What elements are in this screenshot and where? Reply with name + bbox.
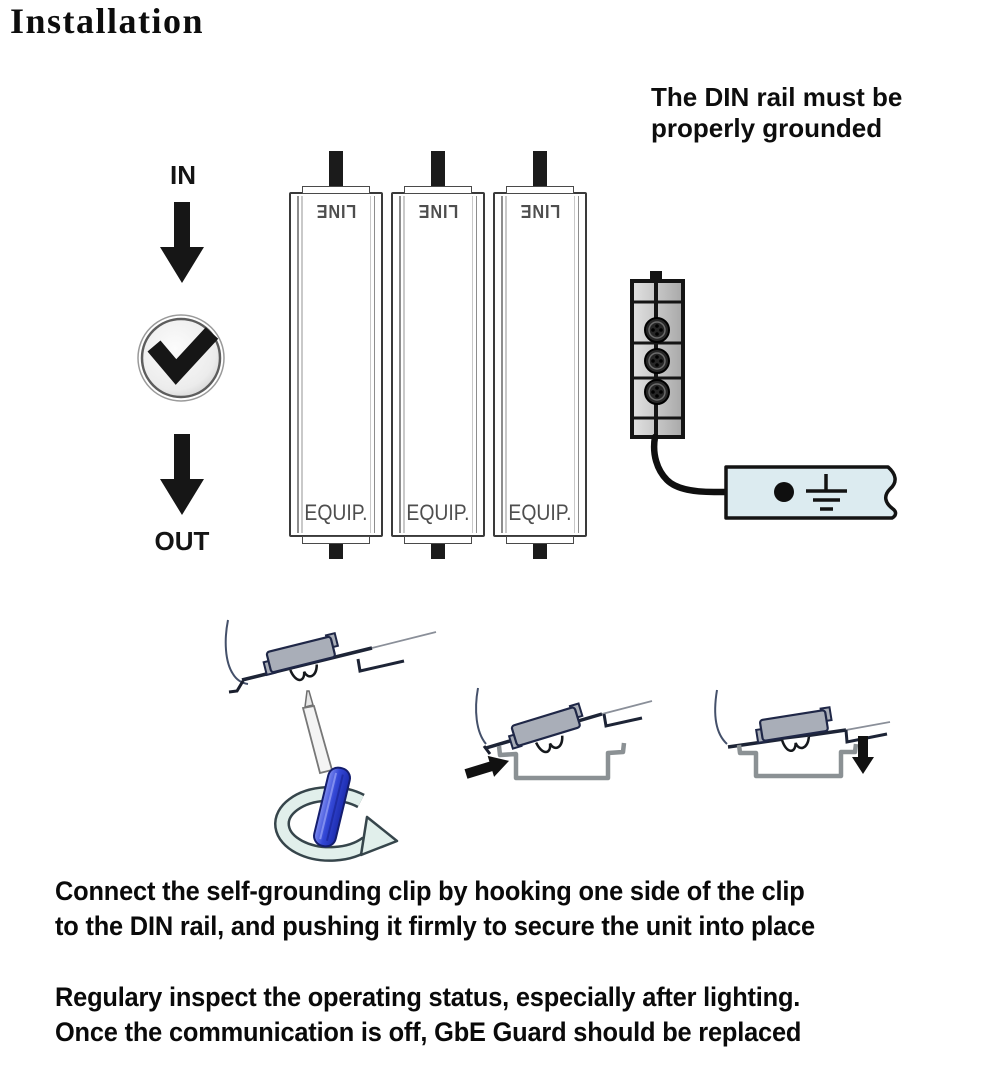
flow-in-label: IN	[170, 160, 196, 190]
unit-line-label: LINE	[417, 201, 459, 221]
unit-top-cap	[404, 186, 472, 194]
unit-equip-label: EQUIP.	[406, 500, 470, 525]
press-down-arrow-icon	[852, 736, 874, 774]
push-arrow-icon	[464, 755, 510, 779]
unit-bottom-cap	[404, 536, 472, 544]
screw-terminal-icon	[644, 317, 670, 343]
line-connector-stub	[431, 151, 445, 188]
inspect-instruction-line1: Regulary inspect the operating status, e…	[55, 982, 801, 1012]
grounding-note-line1: The DIN rail must be	[651, 82, 903, 112]
screw-terminal-icon	[644, 348, 670, 374]
unit-top-cap	[302, 186, 370, 194]
grounding-note: The DIN rail must be properly grounded	[651, 82, 961, 144]
unit-line-label: LINE	[519, 201, 561, 221]
unit-equip-label: EQUIP.	[304, 500, 368, 525]
flow-arrow-top-icon	[160, 202, 204, 283]
surge-protector-unit: LINE EQUIP.	[493, 151, 587, 559]
din-rail-profile	[496, 742, 627, 781]
clip-screw-diagram	[224, 619, 437, 862]
clip-instruction: Connect the self-grounding clip by hooki…	[55, 874, 957, 944]
unit-bottom-cap	[302, 536, 370, 544]
earth-ground-icon	[806, 474, 847, 511]
screw-terminal-icon	[644, 379, 670, 405]
equip-connector-stub	[431, 542, 445, 559]
inspect-instruction: Regulary inspect the operating status, e…	[55, 980, 957, 1050]
line-connector-stub	[533, 151, 547, 188]
unit-equip-label: EQUIP.	[508, 500, 572, 525]
clip-hook-diagram	[464, 687, 653, 781]
unit-top-cap	[506, 186, 574, 194]
terminal-block	[630, 271, 685, 439]
inspect-instruction-line2: Once the communication is off, GbE Guard…	[55, 1017, 802, 1047]
line-connector-stub	[329, 151, 343, 188]
equip-connector-stub	[329, 542, 343, 559]
ground-wire	[650, 433, 782, 496]
flow-out-label: OUT	[154, 526, 210, 556]
surge-protector-unit: LINE EQUIP.	[289, 151, 383, 559]
din-rail-profile	[736, 743, 859, 779]
clip-instruction-line2: to the DIN rail, and pushing it firmly t…	[55, 911, 815, 941]
unit-bottom-cap	[506, 536, 574, 544]
unit-line-label: LINE	[315, 201, 357, 221]
status-check-icon	[137, 314, 225, 402]
surge-protector-unit: LINE EQUIP.	[391, 151, 485, 559]
clip-instruction-line1: Connect the self-grounding clip by hooki…	[55, 876, 805, 906]
flow-arrow-bottom-icon	[160, 434, 204, 515]
equip-connector-stub	[533, 542, 547, 559]
page-title: Installation	[10, 1, 205, 41]
ground-connection-dot	[774, 482, 794, 502]
grounding-bar	[724, 465, 898, 520]
screwdriver-icon	[301, 690, 351, 848]
grounding-note-line2: properly grounded	[651, 113, 883, 143]
clip-press-diagram	[714, 689, 891, 779]
